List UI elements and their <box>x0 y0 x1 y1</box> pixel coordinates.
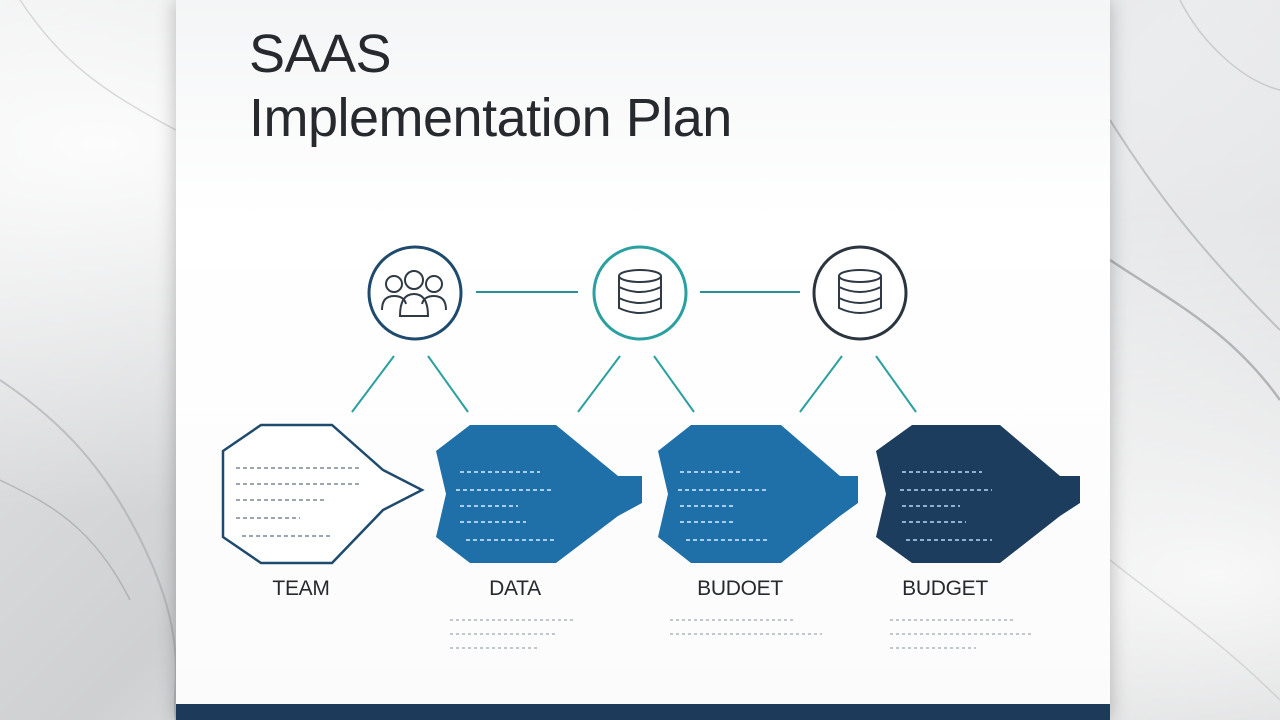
diagonal-line-1a <box>351 355 395 413</box>
hexagon-budoet <box>658 425 858 563</box>
hexagon-data <box>436 425 642 563</box>
team-icon <box>381 270 447 317</box>
node-label-budoet: BUDOET <box>697 577 783 600</box>
caption-lines-data <box>450 619 576 649</box>
database-icon <box>838 269 882 314</box>
placeholder-text-lines <box>900 471 992 541</box>
placeholder-text-lines <box>456 471 554 541</box>
title-line-1: SAAS <box>249 24 392 84</box>
node-circle-team <box>367 245 463 341</box>
caption-lines-budoet <box>670 619 822 635</box>
diagonal-line-1b <box>427 355 469 413</box>
node-label-data: DATA <box>489 577 541 600</box>
diagonal-line-3a <box>799 355 843 413</box>
hexagon-budget <box>876 425 1080 563</box>
node-label-budget: BUDGET <box>902 577 988 600</box>
process-diagram <box>221 245 1080 649</box>
node-circle-budget <box>812 245 908 341</box>
hexagon-team <box>221 423 425 565</box>
diagonal-line-3b <box>875 355 917 413</box>
caption-lines-budget <box>890 619 1032 649</box>
placeholder-text-lines <box>236 467 359 537</box>
slide-card: SAAS Implementation Plan <box>176 0 1110 720</box>
page-title: SAAS Implementation Plan <box>249 22 732 150</box>
node-label-team: TEAM <box>272 577 330 600</box>
database-icon <box>618 269 662 314</box>
placeholder-text-lines <box>678 471 768 541</box>
diagonal-line-2b <box>653 355 695 413</box>
footer-bar <box>176 704 1110 720</box>
node-circle-data <box>592 245 688 341</box>
diagonal-line-2a <box>577 355 621 413</box>
title-line-2: Implementation Plan <box>249 88 732 148</box>
